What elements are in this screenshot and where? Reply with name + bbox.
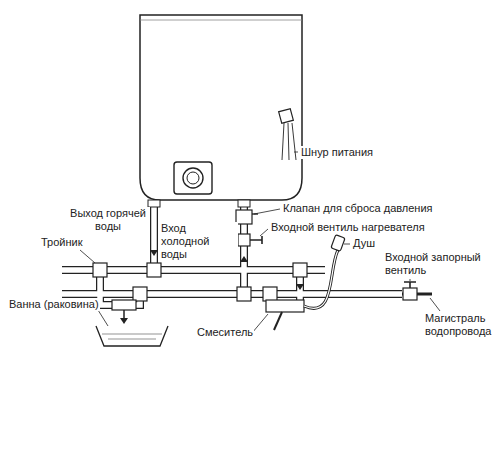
flow-arrow — [120, 318, 128, 324]
power-plug — [279, 109, 294, 124]
callout-label: Тройник — [40, 236, 84, 249]
thermostat-dial — [183, 168, 203, 188]
callout-label: Входной запорный вентиль — [384, 251, 488, 277]
callout-label: Смеситель — [196, 326, 254, 339]
shutoff-valve — [403, 288, 417, 300]
cold-inlet — [238, 200, 250, 207]
callout-label: Ванна (раковина) — [8, 298, 100, 311]
basin-water — [102, 334, 162, 339]
mixer-lever — [274, 312, 282, 330]
callout-label: Вход холодной воды — [160, 222, 238, 261]
shutoff-handle — [404, 282, 416, 288]
bath-mixer — [112, 300, 136, 310]
relief-valve — [236, 210, 252, 224]
callout-label: Душ — [352, 237, 376, 250]
hot-outlet — [148, 200, 160, 207]
pipe-inner — [62, 200, 402, 305]
inlet-valve — [238, 234, 250, 246]
callout-label: Шнур питания — [300, 146, 374, 159]
pipe-outline — [62, 200, 402, 305]
leader-lines — [80, 152, 440, 333]
shower-head — [331, 235, 345, 252]
shower-hose — [304, 250, 338, 308]
shower-hose-inner — [304, 250, 338, 308]
shower-mixer — [266, 300, 304, 312]
heater-body — [140, 15, 302, 200]
heater-seam — [140, 20, 302, 21]
power-cord — [282, 123, 296, 160]
callout-label: Выход горячей воды — [66, 207, 150, 233]
callout-label: Магистраль водопровода — [424, 312, 496, 338]
basin — [96, 326, 168, 346]
inlet-valve-handle — [250, 236, 262, 244]
callout-label: Входной вентиль нагревателя — [270, 221, 426, 234]
callout-label: Клапан для сброса давления — [282, 202, 434, 215]
tee-fittings — [93, 263, 307, 301]
control-panel — [174, 162, 212, 194]
thermostat-knob — [187, 172, 199, 184]
